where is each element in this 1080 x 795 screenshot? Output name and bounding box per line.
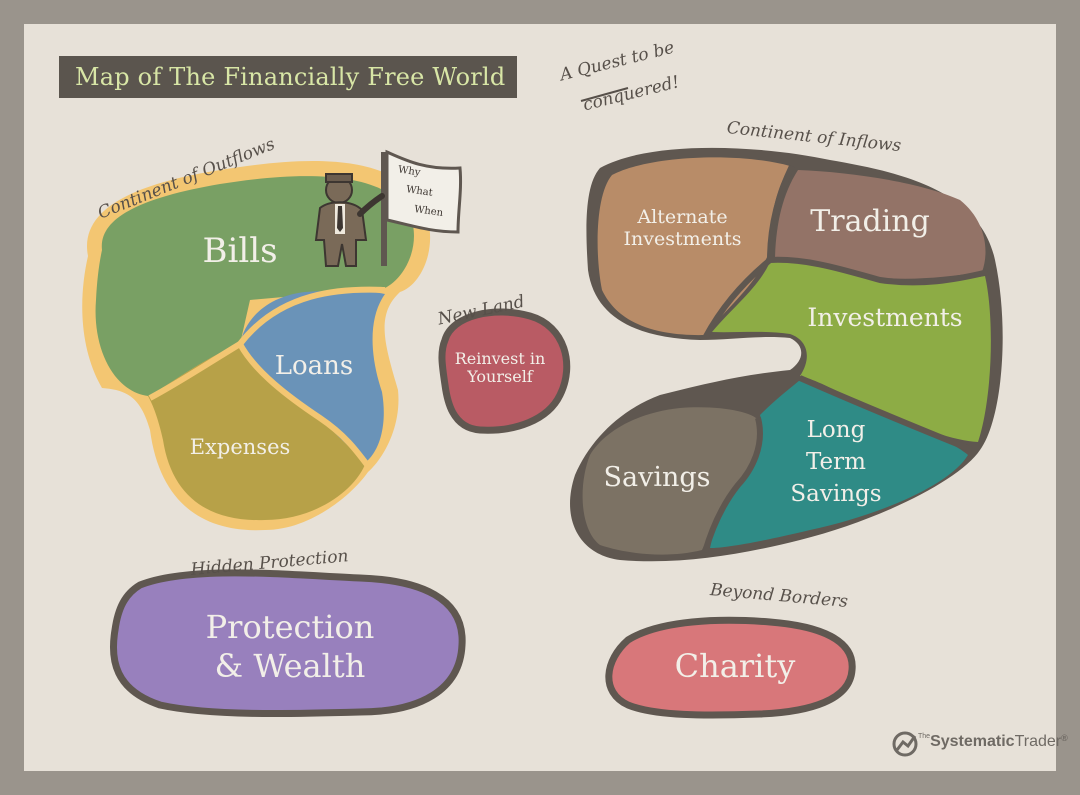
charity-island[interactable] (605, 616, 856, 719)
brand-name-bold: Systematic (930, 733, 1015, 750)
reinvest-island[interactable] (438, 308, 571, 434)
protection-label-line2: & Wealth (214, 647, 366, 686)
long-term-savings-label: Long Term Savings (776, 414, 896, 511)
alternate-label-line1: Alternate (637, 206, 728, 228)
brand-registered-mark: ® (1061, 733, 1068, 743)
expenses-label: Expenses (189, 435, 291, 459)
brand-logo-icon (892, 731, 918, 757)
brand-name: TheSystematicTrader® (918, 733, 1068, 751)
flag-pole (381, 152, 387, 266)
flag-cloth (385, 149, 463, 234)
loans-label: Loans (274, 351, 354, 381)
long-term-label-line1: Long (806, 417, 866, 443)
page-title: Map of The Financially Free World (75, 63, 506, 91)
loans-expenses-border (237, 342, 371, 468)
investments-region[interactable] (712, 261, 991, 442)
long-term-label-line3: Savings (790, 481, 882, 508)
expenses-region[interactable] (148, 344, 366, 521)
brand-prefix: The (918, 733, 931, 740)
alternate-investments-label: Alternate Investments (605, 206, 760, 251)
savings-label: Savings (603, 462, 711, 493)
protection-label-line1: Protection (205, 608, 375, 646)
bills-expenses-border (148, 341, 242, 401)
reinvest-label-line2: Yourself (467, 367, 533, 387)
quest-underline (580, 87, 629, 102)
charity-label: Charity (674, 647, 796, 685)
brand-name-rest: Trader (1014, 733, 1062, 750)
trading-label: Trading (810, 204, 930, 239)
loans-region[interactable] (240, 290, 385, 462)
brand-logo: TheSystematicTrader® (892, 733, 1068, 751)
reinvest-label-line1: Reinvest in (454, 349, 546, 368)
investments-label: Investments (807, 303, 963, 332)
explorer-figure (314, 149, 463, 267)
reinvest-label: Reinvest in Yourself (440, 349, 560, 387)
protection-island[interactable] (109, 569, 466, 718)
continent-of-inflows (570, 147, 1003, 562)
continent-of-outflows (82, 161, 431, 531)
protection-label: Protection & Wealth (170, 608, 410, 686)
inflows-inner-borders (702, 164, 989, 553)
bills-label: Bills (202, 231, 278, 271)
long-term-label-line2: Term (806, 449, 866, 476)
explorer-tie (337, 206, 343, 232)
trading-region[interactable] (775, 170, 986, 279)
explorer-hat (325, 173, 353, 183)
bills-loans-border (237, 286, 386, 346)
title-banner: Map of The Financially Free World (59, 56, 517, 98)
alternate-label-line2: Investments (623, 227, 742, 250)
explorer-arm (357, 193, 385, 217)
